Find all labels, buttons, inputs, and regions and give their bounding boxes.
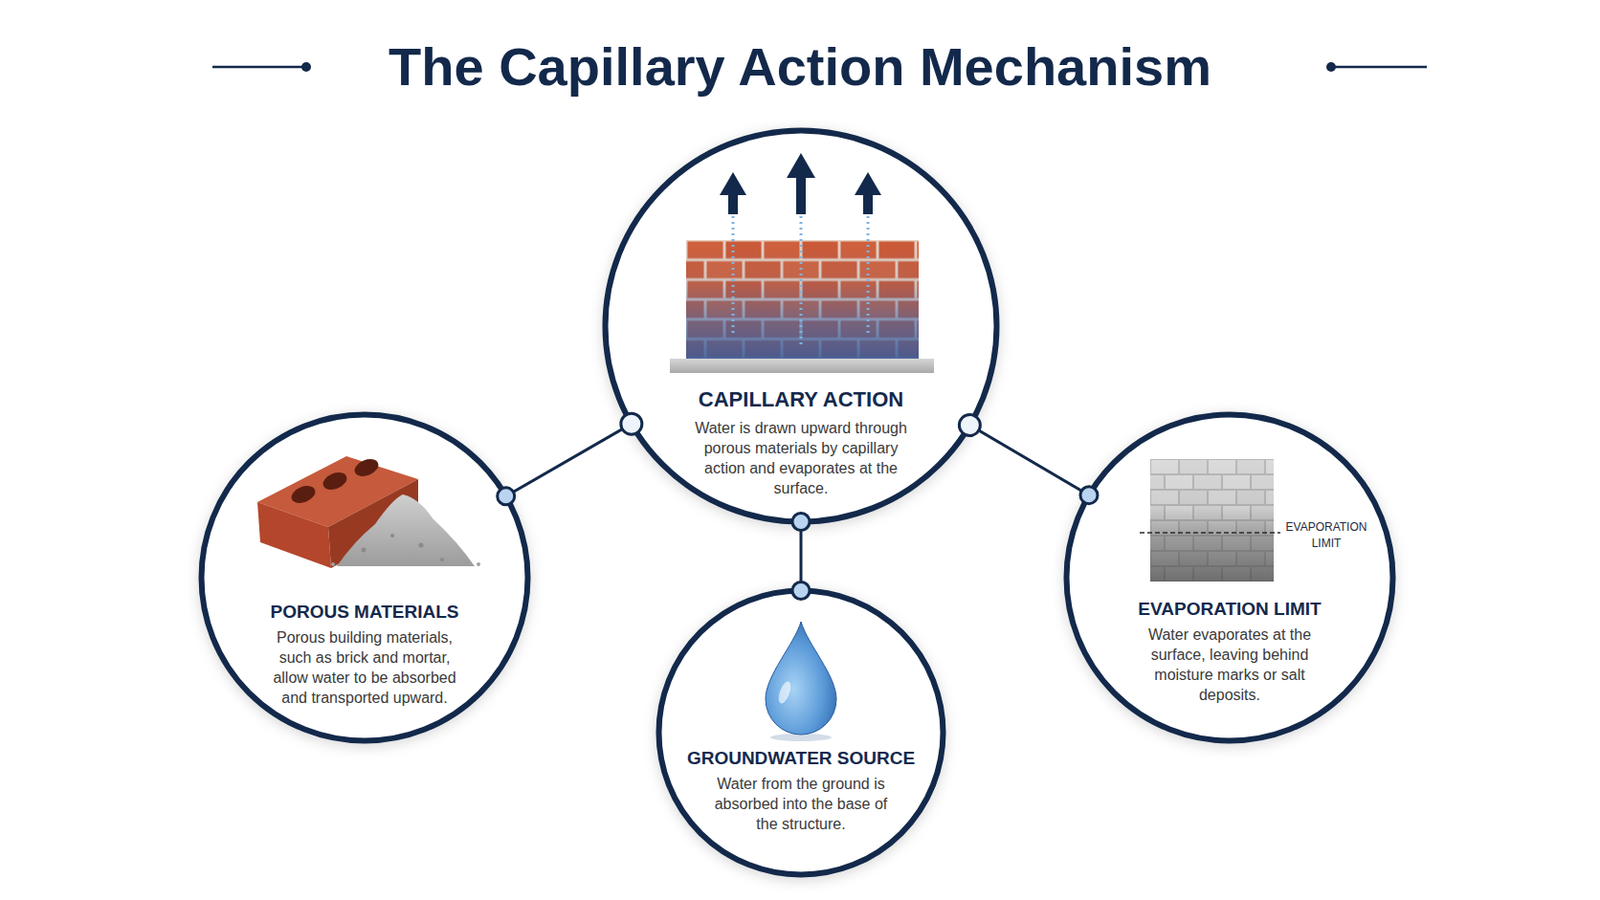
connector-line: [969, 425, 1089, 496]
node-text: CAPILLARY ACTIONWater is drawn upward th…: [686, 387, 916, 499]
node-text: POROUS MATERIALSPorous building material…: [264, 600, 466, 709]
connector-line: [800, 522, 803, 592]
connector: [958, 415, 1098, 505]
circle-border: [659, 591, 944, 876]
circle-border: [1066, 415, 1394, 742]
node-heading: CAPILLARY ACTION: [628, 387, 974, 413]
circle-border: [605, 131, 998, 523]
connector-line: [506, 423, 632, 497]
node-body: Porous building materials, such as brick…: [264, 627, 466, 709]
annotation-label: EVAPORATION LIMIT: [1278, 519, 1375, 553]
node-text: EVAPORATION LIMITWater evaporates at the…: [1142, 598, 1317, 706]
diagram-title: The Capillary Action Mechanism: [321, 34, 1279, 100]
title-rule: [1334, 66, 1427, 69]
node-body: Water evaporates at the surface, leaving…: [1142, 624, 1317, 706]
circle-node: EVAPORATION LIMITWater evaporates at the…: [1063, 411, 1397, 745]
title-rule-dot: [301, 62, 312, 72]
circle-border: [201, 415, 529, 742]
node-heading: GROUNDWATER SOURCE: [649, 747, 953, 771]
circle-outline: [655, 587, 947, 879]
connector: [497, 413, 643, 506]
circle-node: POROUS MATERIALS Porous building material…: [198, 411, 532, 745]
node-body: Water is drawn upward through porous mat…: [686, 418, 916, 499]
circle-node: CAPILLARY ACTION Water is drawn upward th…: [601, 127, 1000, 526]
circle-node: GROUNDWATER SOURCEWater from the ground …: [655, 587, 947, 879]
node-text: GROUNDWATER SOURCEWater from the ground …: [707, 747, 895, 835]
node-heading: POROUS MATERIALS: [206, 600, 523, 624]
title-rule-dot: [1326, 62, 1336, 72]
node-heading: EVAPORATION LIMIT: [1085, 598, 1375, 622]
node-body: Water from the ground is absorbed into t…: [707, 774, 895, 835]
title-rule: [212, 66, 303, 69]
connector: [792, 513, 810, 600]
